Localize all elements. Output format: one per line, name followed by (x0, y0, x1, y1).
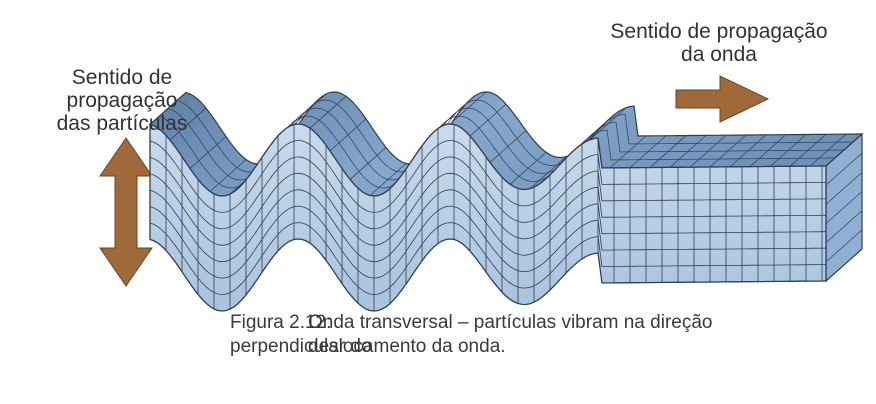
caption-line-1: Onda transversal – partículas vibram na … (230, 312, 713, 357)
wave-label-line-1: Sentido de propagação (610, 20, 828, 43)
grid-line (825, 229, 863, 263)
grid-line (825, 210, 863, 243)
wave-label-line-2: da onda (681, 43, 757, 66)
particle-direction-label: Sentido de propagação das partículas (40, 66, 204, 135)
grid-line (149, 139, 827, 213)
particle-direction-arrow-icon (99, 137, 153, 287)
caption-line-2: deslocamento da onda. (308, 336, 506, 357)
grid-line (825, 152, 863, 186)
wave-front-face (149, 123, 827, 312)
grid-line (825, 172, 863, 205)
particle-label-line-2: propagação (66, 89, 178, 112)
particle-label-line-1: Sentido de (71, 66, 173, 89)
grid-line (149, 222, 826, 296)
grid-line (825, 191, 863, 224)
wave-direction-arrow-icon (675, 75, 770, 123)
grid-line (149, 172, 826, 246)
grid-line (149, 205, 827, 279)
wave-block (148, 91, 864, 312)
grid-line (149, 156, 826, 230)
particle-label-line-3: das partículas (56, 112, 188, 135)
caption-prefix: Figura 2.12: (230, 312, 332, 333)
grid-line (149, 189, 826, 263)
wave-direction-label: Sentido de propagação da onda (594, 20, 844, 66)
